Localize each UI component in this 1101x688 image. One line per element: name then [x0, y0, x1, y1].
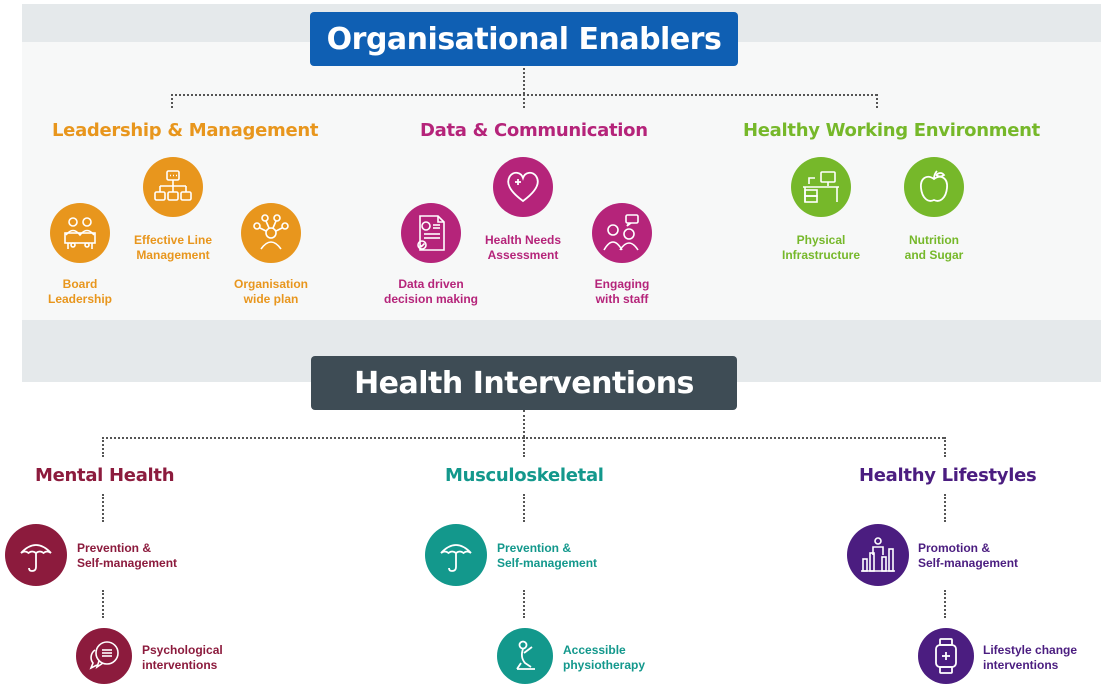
organisational-enablers-banner: Organisational Enablers	[310, 12, 738, 66]
organisational-enablers-title: Organisational Enablers	[326, 21, 722, 57]
connector	[523, 94, 525, 108]
healthy-lifestyles-title: Healthy Lifestyles	[859, 465, 1037, 486]
umbrella-icon	[425, 524, 487, 586]
connector	[523, 68, 525, 94]
mental-health-title: Mental Health	[35, 465, 175, 486]
organisation-wide-plan-label: Organisation wide plan	[233, 277, 308, 306]
nutrition-and-sugar-label: Nutrition and Sugar	[904, 233, 964, 262]
connector	[523, 494, 525, 522]
desk-computer-icon	[791, 157, 851, 217]
person-bar-chart-icon	[847, 524, 909, 586]
apple-icon	[904, 157, 964, 217]
psychological-interventions-label: Psychological interventions	[142, 643, 223, 672]
report-document-icon	[401, 203, 461, 263]
data-communication-title: Data & Communication	[420, 120, 648, 141]
connector	[876, 94, 878, 108]
people-chat-icon	[592, 203, 652, 263]
board-meeting-icon	[50, 203, 110, 263]
promotion-self-management-label: Promotion & Self-management	[918, 541, 1019, 570]
umbrella-icon	[5, 524, 67, 586]
physical-infrastructure-label: Physical Infrastructure	[781, 233, 861, 262]
musculoskeletal-title: Musculoskeletal	[445, 465, 604, 486]
connector	[171, 94, 173, 108]
org-chart-icon	[143, 157, 203, 217]
engaging-with-staff-label: Engaging with staff	[594, 277, 650, 306]
network-people-icon	[241, 203, 301, 263]
heart-plus-icon	[493, 157, 553, 217]
accessible-physiotherapy-label: Accessible physiotherapy	[563, 643, 646, 672]
mental-prevention-label: Prevention & Self-management	[77, 541, 178, 570]
data-driven-decision-making-label: Data driven decision making	[383, 277, 479, 306]
connector	[523, 590, 525, 618]
health-needs-assessment-label: Health Needs Assessment	[484, 233, 562, 262]
healthy-working-environment-title: Healthy Working Environment	[743, 120, 1040, 141]
lifestyle-change-interventions-label: Lifestyle change interventions	[983, 643, 1078, 672]
connector	[944, 437, 946, 457]
connector	[102, 437, 104, 457]
health-interventions-banner: Health Interventions	[311, 356, 737, 410]
health-interventions-title: Health Interventions	[354, 365, 694, 401]
smartwatch-icon	[918, 628, 974, 684]
connector	[944, 494, 946, 522]
connector	[102, 494, 104, 522]
effective-line-management-label: Effective Line Management	[133, 233, 213, 262]
connector	[523, 410, 525, 437]
connector	[523, 437, 525, 457]
speech-bubbles-icon	[76, 628, 132, 684]
connector	[102, 590, 104, 618]
board-leadership-label: Board Leadership	[47, 277, 113, 306]
stretching-person-icon	[497, 628, 553, 684]
leadership-management-title: Leadership & Management	[52, 120, 319, 141]
msk-prevention-label: Prevention & Self-management	[497, 541, 598, 570]
connector	[944, 590, 946, 618]
